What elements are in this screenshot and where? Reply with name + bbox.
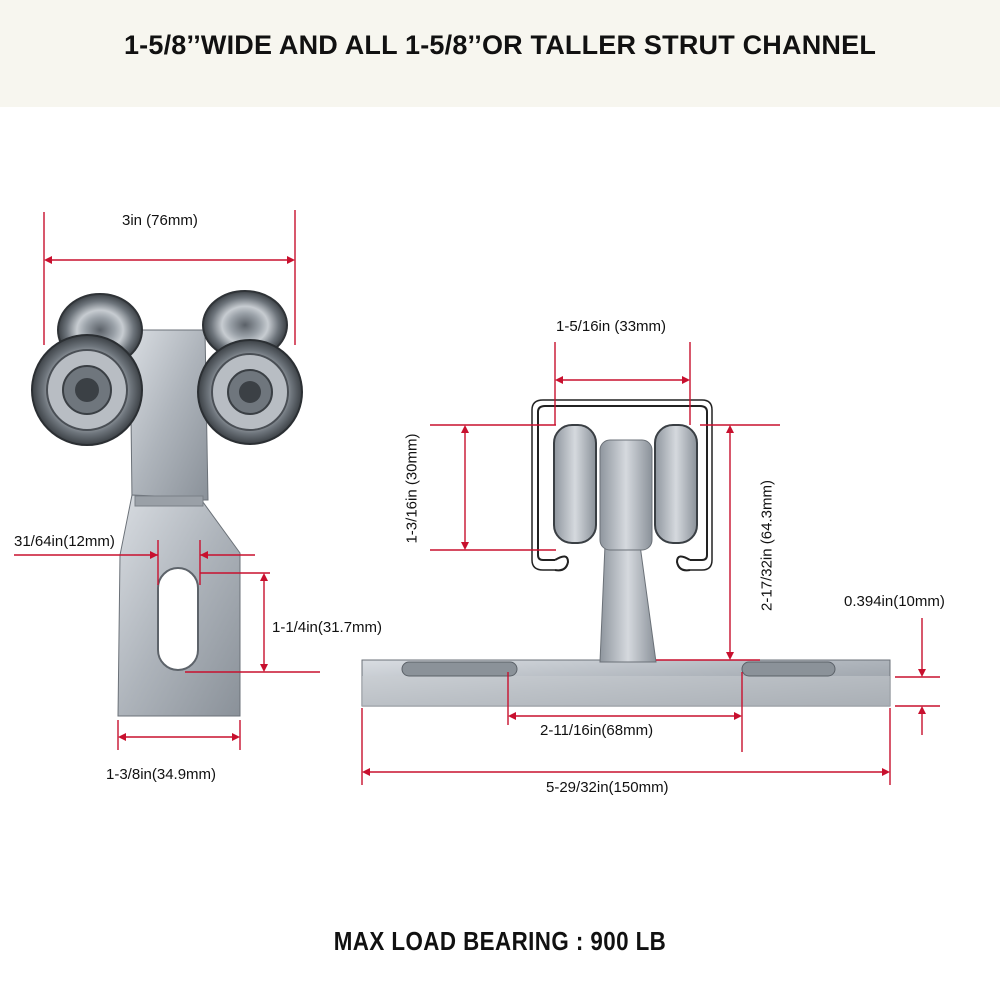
dimension-lines (14, 210, 940, 785)
right-assembly (361, 399, 891, 707)
dim-slot-spacing: 2-11/16in(68mm) (540, 722, 654, 739)
right-wheel-front (197, 339, 303, 445)
dim-total-height: 2-17/32in (64.3mm) (758, 480, 776, 611)
dim-wheel-gap: 1-5/16in (33mm) (556, 318, 667, 335)
dim-width-overall: 3in (76mm) (122, 212, 198, 229)
dim-plate-length: 5-29/32in(150mm) (546, 779, 669, 796)
dim-plate-thickness: 0.394in(10mm) (844, 593, 945, 610)
dim-slot-length: 1-1/4in(31.7mm) (272, 619, 383, 636)
left-bracket (31, 290, 303, 717)
max-load-caption: MAX LOAD BEARING : 900 LB (333, 926, 667, 956)
dim-wheel-height: 1-3/16in (30mm) (403, 433, 421, 544)
dim-slot-width: 31/64in(12mm) (14, 533, 115, 550)
header-band (0, 0, 1000, 107)
left-wheel-front (31, 334, 143, 446)
dim-bracket-width: 1-3/8in(34.9mm) (106, 766, 217, 783)
header-title: 1-5/8’’WIDE AND ALL 1-5/8’’OR TALLER STR… (123, 30, 877, 60)
